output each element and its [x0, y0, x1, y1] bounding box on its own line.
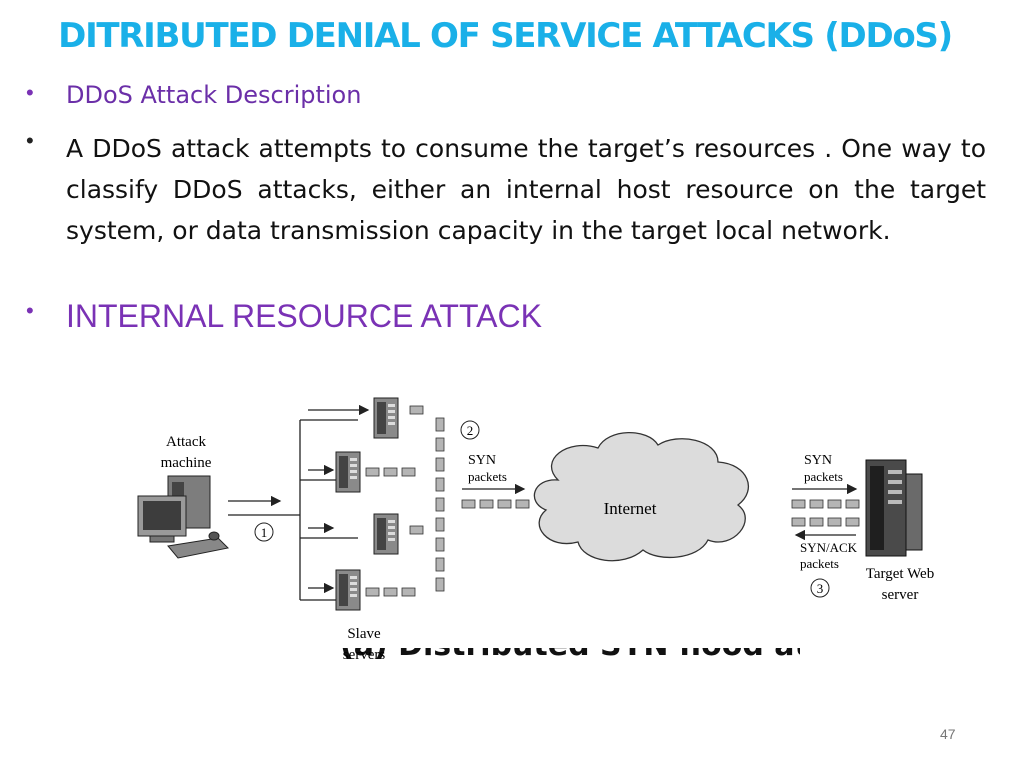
bullet-internal-resource-attack: • INTERNAL RESOURCE ATTACK [26, 298, 542, 334]
slide-title: DITRIBUTED DENIAL OF SERVICE ATTACKS (DD… [58, 16, 953, 56]
step-3-marker [810, 578, 830, 598]
attack-machine-icon [137, 475, 230, 559]
target-web-server-label: Target Web [866, 566, 934, 582]
svg-text:1: 1 [261, 525, 268, 540]
attack-machine-label: machine [161, 455, 212, 471]
svg-text:3: 3 [817, 581, 824, 596]
slave-server-icon [373, 513, 399, 555]
bullet-dot: • [26, 298, 34, 323]
step-2-marker [460, 420, 480, 440]
syn-flood-diagram: Attack machine 1 Slave servers [137, 397, 934, 663]
target-web-server-label: server [882, 587, 919, 603]
bullet-text: INTERNAL RESOURCE ATTACK [66, 298, 542, 334]
slave-server-icon [335, 451, 361, 493]
syn-packets-label: packets [468, 469, 507, 484]
step-1-marker [254, 522, 274, 542]
bullet-dot: • [26, 80, 34, 105]
bullet-text: DDoS Attack Description [66, 81, 362, 109]
svg-text:2: 2 [467, 423, 474, 438]
attack-machine-label: Attack [166, 434, 206, 450]
slave-server-icon [335, 569, 361, 611]
bullet-ddos-explanation: • A DDoS attack attempts to consume the … [26, 128, 988, 251]
slave-servers-label: Slave [347, 626, 381, 642]
syn-packets-right-label: packets [804, 469, 843, 484]
bullet-ddos-description: • DDoS Attack Description [26, 80, 361, 110]
target-web-server-icon [865, 459, 923, 557]
synack-packets-label: packets [800, 556, 839, 571]
syn-packets-right-label: SYN [804, 453, 832, 468]
internet-label: Internet [604, 499, 657, 518]
page-number: 47 [940, 726, 956, 742]
diagram-caption: (a) Distributed SYN flood attack [340, 648, 800, 688]
synack-packets-label: SYN/ACK [800, 540, 858, 555]
internet-cloud [533, 431, 749, 562]
slave-servers-label: servers [343, 647, 386, 663]
syn-packets-label: SYN [468, 453, 496, 468]
bullet-dot: • [26, 128, 34, 153]
bullet-text: A DDoS attack attempts to consume the ta… [66, 134, 986, 245]
slave-server-icon [373, 397, 399, 439]
